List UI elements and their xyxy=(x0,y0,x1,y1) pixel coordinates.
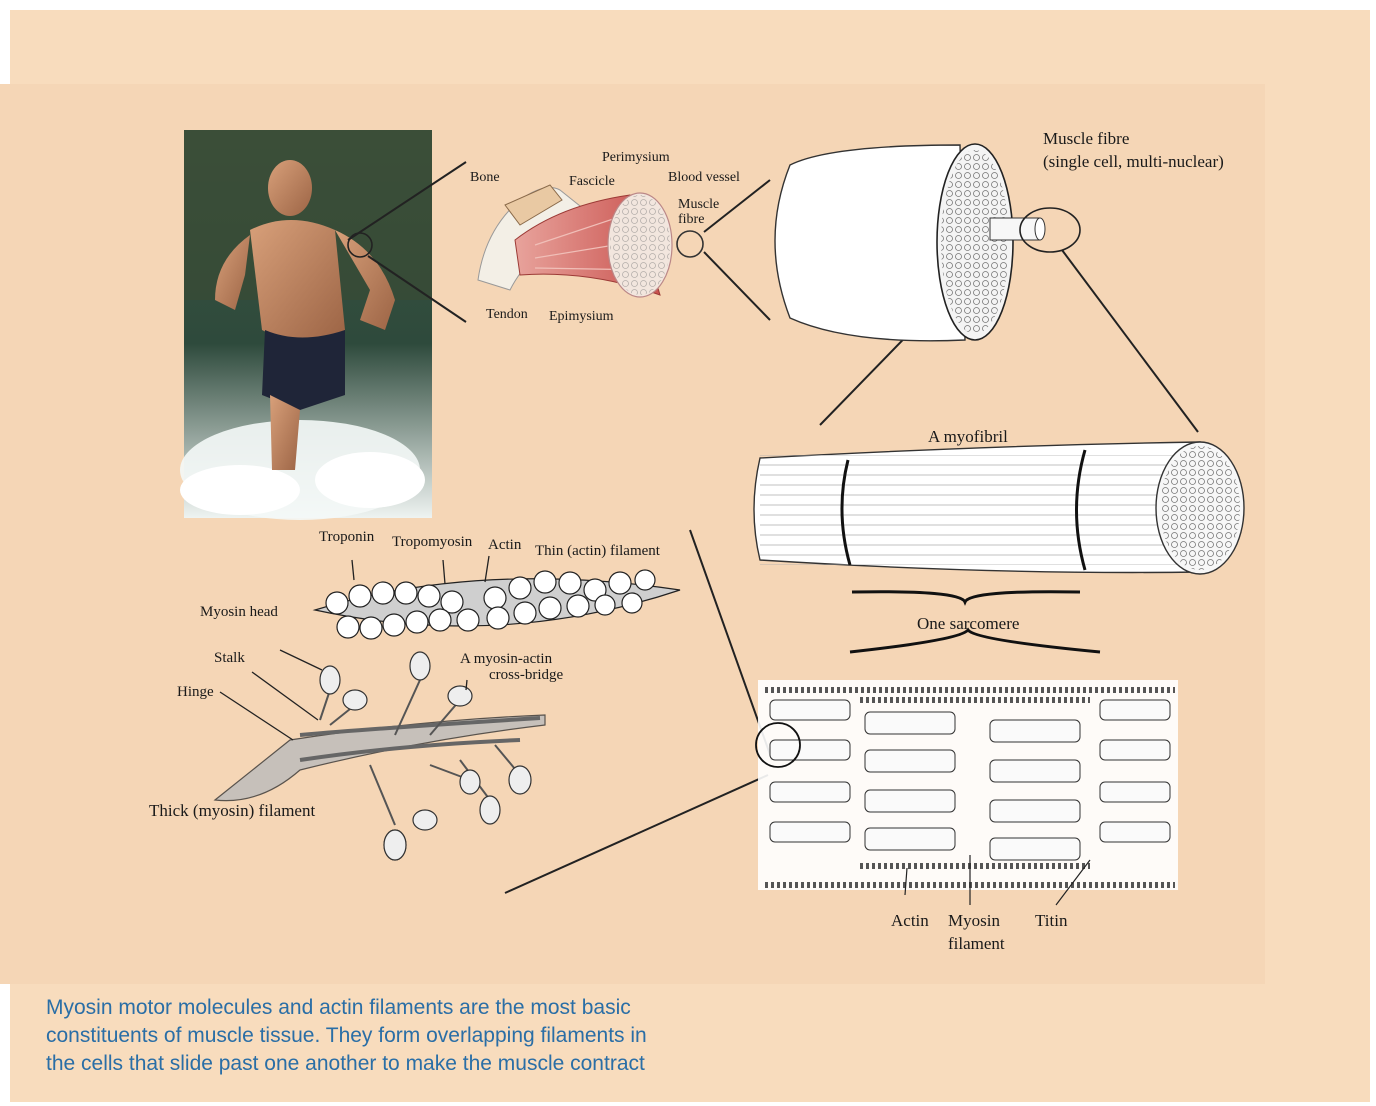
label-myosin-filament-2: filament xyxy=(948,933,1005,955)
muscle-fibre-cylinder xyxy=(775,144,1080,341)
sarcomere-detail xyxy=(756,680,1178,905)
label-titin: Titin xyxy=(1035,910,1067,932)
label-fascicle: Fascicle xyxy=(569,174,615,189)
label-thin-filament: Thin (actin) filament xyxy=(535,543,660,560)
label-tendon: Tendon xyxy=(486,307,528,322)
label-perimysium: Perimysium xyxy=(602,150,670,165)
label-troponin: Troponin xyxy=(319,529,374,546)
label-stalk: Stalk xyxy=(214,650,245,667)
label-myosin-filament-1: Myosin xyxy=(948,910,1000,932)
label-blood-vessel: Blood vessel xyxy=(668,170,740,185)
label-bone: Bone xyxy=(470,170,500,185)
caption-line-2: constituents of muscle tissue. They form… xyxy=(46,1022,746,1050)
figure-caption: Myosin motor molecules and actin filamen… xyxy=(46,994,746,1078)
label-myofibril: A myofibril xyxy=(928,426,1008,448)
label-cross-bridge-1: A myosin-actin xyxy=(460,651,552,668)
label-actin-thin: Actin xyxy=(488,537,521,554)
label-thick-filament: Thick (myosin) filament xyxy=(149,800,315,822)
label-muscle-fibre: Muscle fibre xyxy=(1043,128,1129,150)
sarcomere-bracket-top xyxy=(852,592,1080,602)
label-muscle-fibre-small-1: Muscle xyxy=(678,197,719,212)
label-muscle-fibre-small-2: fibre xyxy=(678,212,704,227)
thin-actin-filament xyxy=(315,556,680,639)
muscle-bundle-illustration xyxy=(478,185,703,297)
label-muscle-fibre-desc: (single cell, multi-nuclear) xyxy=(1043,151,1224,173)
label-one-sarcomere: One sarcomere xyxy=(917,613,1019,635)
label-hinge: Hinge xyxy=(177,684,214,701)
label-actin-sarcomere: Actin xyxy=(891,910,929,932)
caption-line-3: the cells that slide past one another to… xyxy=(46,1050,746,1078)
label-cross-bridge-2: cross-bridge xyxy=(489,667,563,684)
label-tropomyosin: Tropomyosin xyxy=(392,534,472,551)
runner-photo xyxy=(180,130,432,520)
label-epimysium: Epimysium xyxy=(549,309,614,324)
label-myosin-head: Myosin head xyxy=(200,604,278,621)
caption-line-1: Myosin motor molecules and actin filamen… xyxy=(46,994,746,1022)
